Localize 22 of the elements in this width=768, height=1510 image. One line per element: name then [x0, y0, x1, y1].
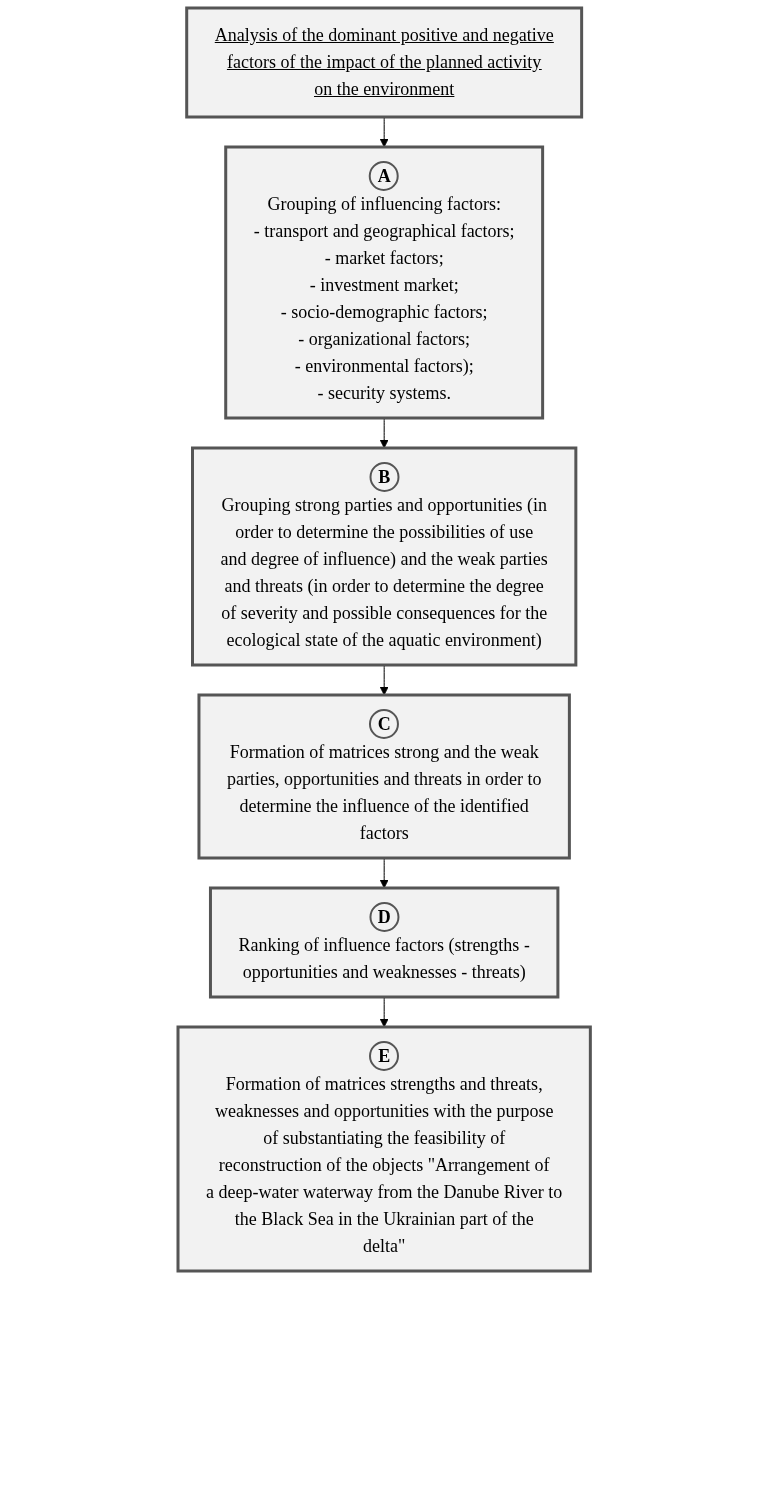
letter-circle: C: [369, 709, 399, 739]
node-label: - market factors;: [324, 248, 444, 268]
node-label: - investment market;: [309, 275, 459, 295]
node-label: - organizational factors;: [298, 329, 470, 349]
letter-circle: D: [369, 902, 399, 932]
letter-circle: A: [369, 161, 399, 191]
letter-circle: E: [369, 1041, 399, 1071]
node-label: - transport and geographical factors;: [253, 221, 515, 241]
node-label: - socio-demographic factors;: [280, 302, 488, 322]
node-label: - environmental factors);: [294, 356, 474, 376]
process-box: B Grouping strong parties and opportunities (in order to determine the possibilities of use and degree of influence) and the weak parties and threats (in order to determine the degree of severity and possible consequences for the ecological state of the aquatic environment): [190, 446, 578, 667]
process-box: C Formation of matrices strong and the weak parties, opportunities and threats in order to determine the influence of the identified factors: [197, 693, 571, 860]
process-box: Analysis of the dominant positive and negative factors of the impact of the planned activity on the environment: [185, 6, 583, 119]
node-label: Grouping of influencing factors:: [267, 194, 501, 214]
process-box: D Ranking of influence factors (strengths - opportunities and weaknesses - threats): [208, 886, 560, 999]
node-label: Formation of matrices strong and the weak parties, opportunities and threats in order to determine the influence of the identified factors: [226, 742, 542, 843]
process-box: E Formation of matrices strengths and threats, weaknesses and opportunities with the purpose of substantiating the feasibility of reconstruction of the objects "Arrangement of a deep-water waterway from the Danube River to the Black Sea in the Ukrainian part of the delta": [176, 1025, 592, 1273]
node-label: Formation of matrices strengths and threats, weaknesses and opportunities with the purpose of substantiating the feasibility of reconstruction of the objects "Arrangement of a deep-water waterway from the Danube River to the Black Sea in the Ukrainian part of the delta": [205, 1074, 563, 1256]
process-box: A Grouping of influencing factors: - transport and geographical factors; - market factors; - investment market; - socio-demographic factors; - organizational factors; - environmental factors); - security systems.: [224, 145, 544, 420]
node-label: - security systems.: [317, 383, 451, 403]
node-label: Grouping strong parties and opportunities (in order to determine the possibilities of use and degree of influence) and the weak parties and threats (in order to determine the degree of severity and possible consequences for the ecological state of the aquatic environment): [220, 495, 548, 650]
letter-circle: B: [369, 462, 399, 492]
